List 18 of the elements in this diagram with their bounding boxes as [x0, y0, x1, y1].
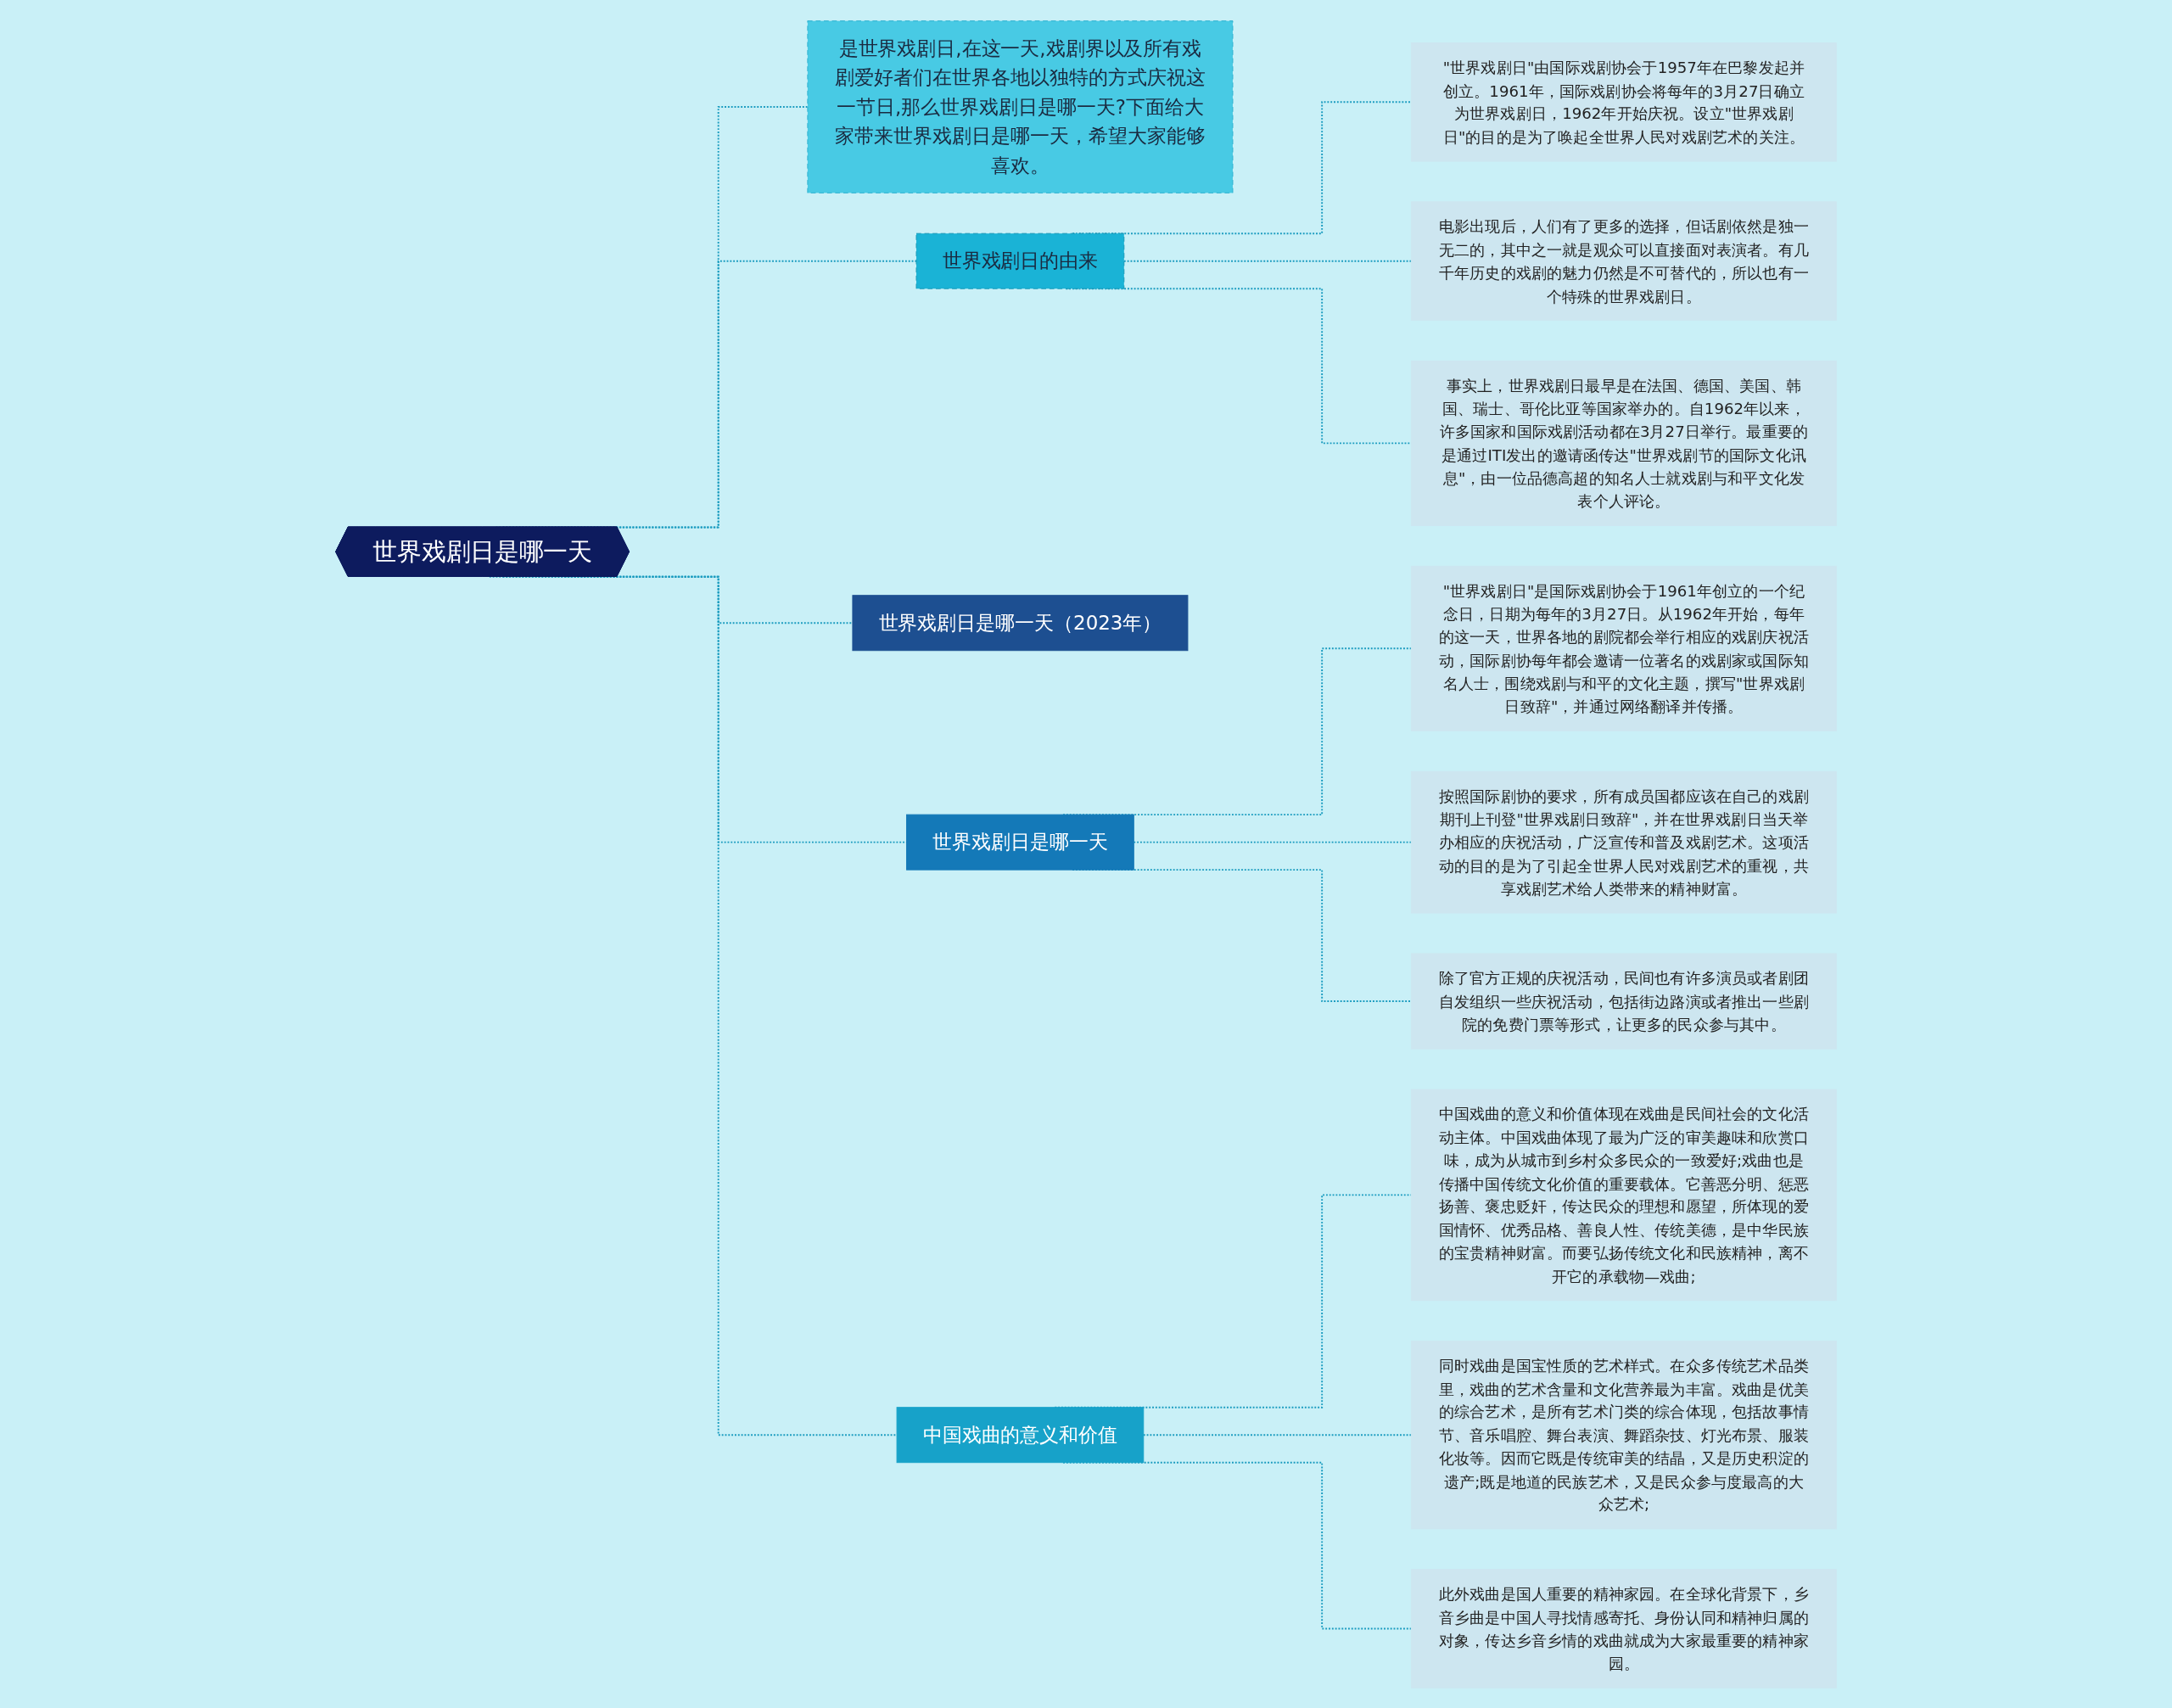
node-box: [915, 232, 1125, 289]
connector: [1122, 260, 1413, 262]
node-box: [1410, 1089, 1837, 1301]
node-box: [1410, 42, 1837, 162]
node-box: [1410, 200, 1837, 321]
node-box: [1410, 952, 1837, 1050]
node-box: [1410, 770, 1837, 914]
connector: [1133, 841, 1413, 843]
node-box: [896, 1406, 1145, 1463]
node-box: [1410, 360, 1837, 526]
connector: [1142, 1433, 1413, 1436]
node-box: [807, 20, 1234, 193]
node-box: [852, 594, 1189, 651]
node-box: [1410, 1568, 1837, 1688]
node-box: [906, 814, 1134, 871]
connector: [488, 575, 898, 1436]
node-box: [1410, 1340, 1837, 1529]
node-box: [1410, 565, 1837, 731]
